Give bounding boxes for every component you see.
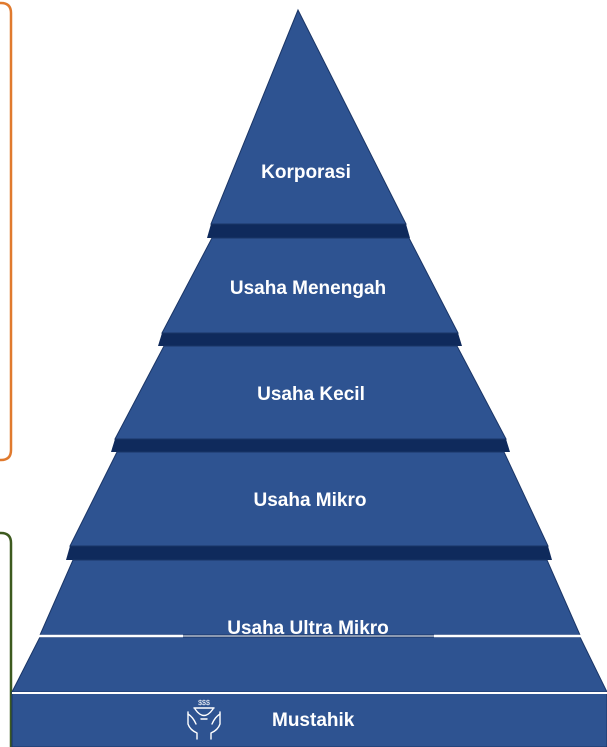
svg-text:$$$: $$$	[198, 700, 210, 707]
pyramid-level-usaha-ultra-mikro: Usaha Ultra Mikro	[11, 559, 607, 693]
pyramid-base-mustahik: $$$ Mustahik	[11, 691, 607, 747]
level-label-usaha-ultra-mikro: Usaha Ultra Mikro	[227, 618, 389, 639]
orange-frame	[0, 1, 13, 462]
green-frame	[0, 531, 13, 747]
pyramid-level-korporasi: Korporasi	[207, 8, 410, 238]
pyramid-level-usaha-kecil: Usaha Kecil	[111, 345, 510, 452]
charity-hands-icon: $$$	[187, 700, 221, 740]
level-label-usaha-mikro: Usaha Mikro	[254, 490, 367, 511]
level-label-usaha-kecil: Usaha Kecil	[257, 384, 365, 405]
pyramid-level-usaha-menengah: Usaha Menengah	[158, 237, 462, 346]
level-label-korporasi: Korporasi	[261, 162, 351, 183]
level-label-usaha-menengah: Usaha Menengah	[230, 278, 386, 299]
base-label-mustahik: Mustahik	[272, 710, 355, 731]
pyramid-level-usaha-mikro: Usaha Mikro	[66, 451, 552, 560]
